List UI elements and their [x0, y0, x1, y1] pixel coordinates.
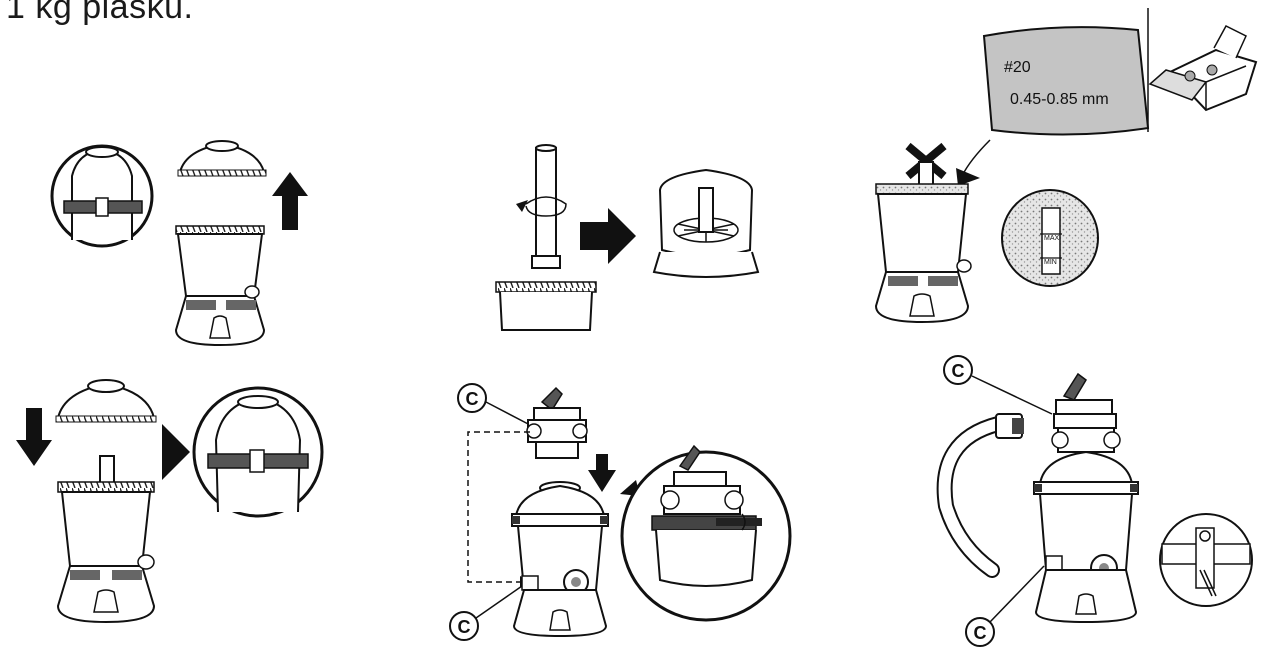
zoom-circle-clamp — [50, 144, 154, 248]
zoom-circle-sand-level: MAX MIN — [1001, 189, 1099, 287]
multiport-valve — [526, 386, 588, 459]
assembled-filter — [1033, 372, 1139, 624]
callout-c-top: C — [457, 383, 533, 427]
tank-body-with-pipe — [56, 455, 156, 624]
min-mark: MIN — [1044, 259, 1057, 266]
tank-base-open — [495, 281, 597, 331]
step1-open-tank — [50, 140, 308, 347]
svg-text:C: C — [952, 361, 965, 381]
laterals-assembly — [652, 168, 760, 278]
step2-close-tank — [16, 379, 324, 624]
sand-size-label: 0.45-0.85 mm — [1010, 91, 1109, 108]
page-heading: 1 kg piasku. — [6, 0, 194, 26]
dashed-guide — [467, 431, 530, 583]
callout-c-bottom-right: C — [965, 565, 1045, 647]
tank-filled-sand — [874, 161, 972, 324]
zoom-circle-valve-clamp — [620, 444, 792, 622]
box-icon — [1148, 25, 1258, 112]
svg-text:C: C — [458, 617, 471, 637]
tank-lid — [177, 140, 267, 177]
max-mark: MAX — [1044, 235, 1060, 242]
step5-mount-valve: C — [449, 383, 792, 641]
tank-body — [174, 225, 266, 347]
pool-hose — [936, 413, 1024, 578]
svg-text:C: C — [974, 623, 987, 643]
arrow-right-icon — [580, 208, 636, 264]
arrow-down-icon — [16, 408, 52, 466]
arrow-right-icon — [162, 424, 190, 480]
tank-with-valve-base — [511, 481, 609, 638]
sand-bag: #20 0.45-0.85 mm — [982, 26, 1150, 136]
zoom-circle-hose-clamp — [1159, 513, 1253, 607]
collector-pipe — [531, 144, 561, 269]
svg-text:C: C — [466, 389, 479, 409]
step4-fill-sand: #20 0.45-0.85 mm — [874, 8, 1258, 324]
sand-grade-label: #20 — [1004, 59, 1031, 76]
zoom-circle-clamp-closed — [192, 386, 324, 518]
callout-c-top-right: C — [943, 355, 1053, 415]
arrow-right-icon — [956, 168, 980, 186]
tank-lid-lowered — [55, 379, 157, 423]
pour-path — [961, 139, 991, 177]
callout-c-bottom: C — [449, 585, 523, 641]
arrow-down-icon — [588, 454, 616, 492]
step3-insert-pipe — [495, 144, 760, 331]
rotate-icon — [516, 196, 567, 217]
arrow-up-icon — [272, 172, 308, 230]
step6-connect-hoses: C — [936, 355, 1253, 647]
